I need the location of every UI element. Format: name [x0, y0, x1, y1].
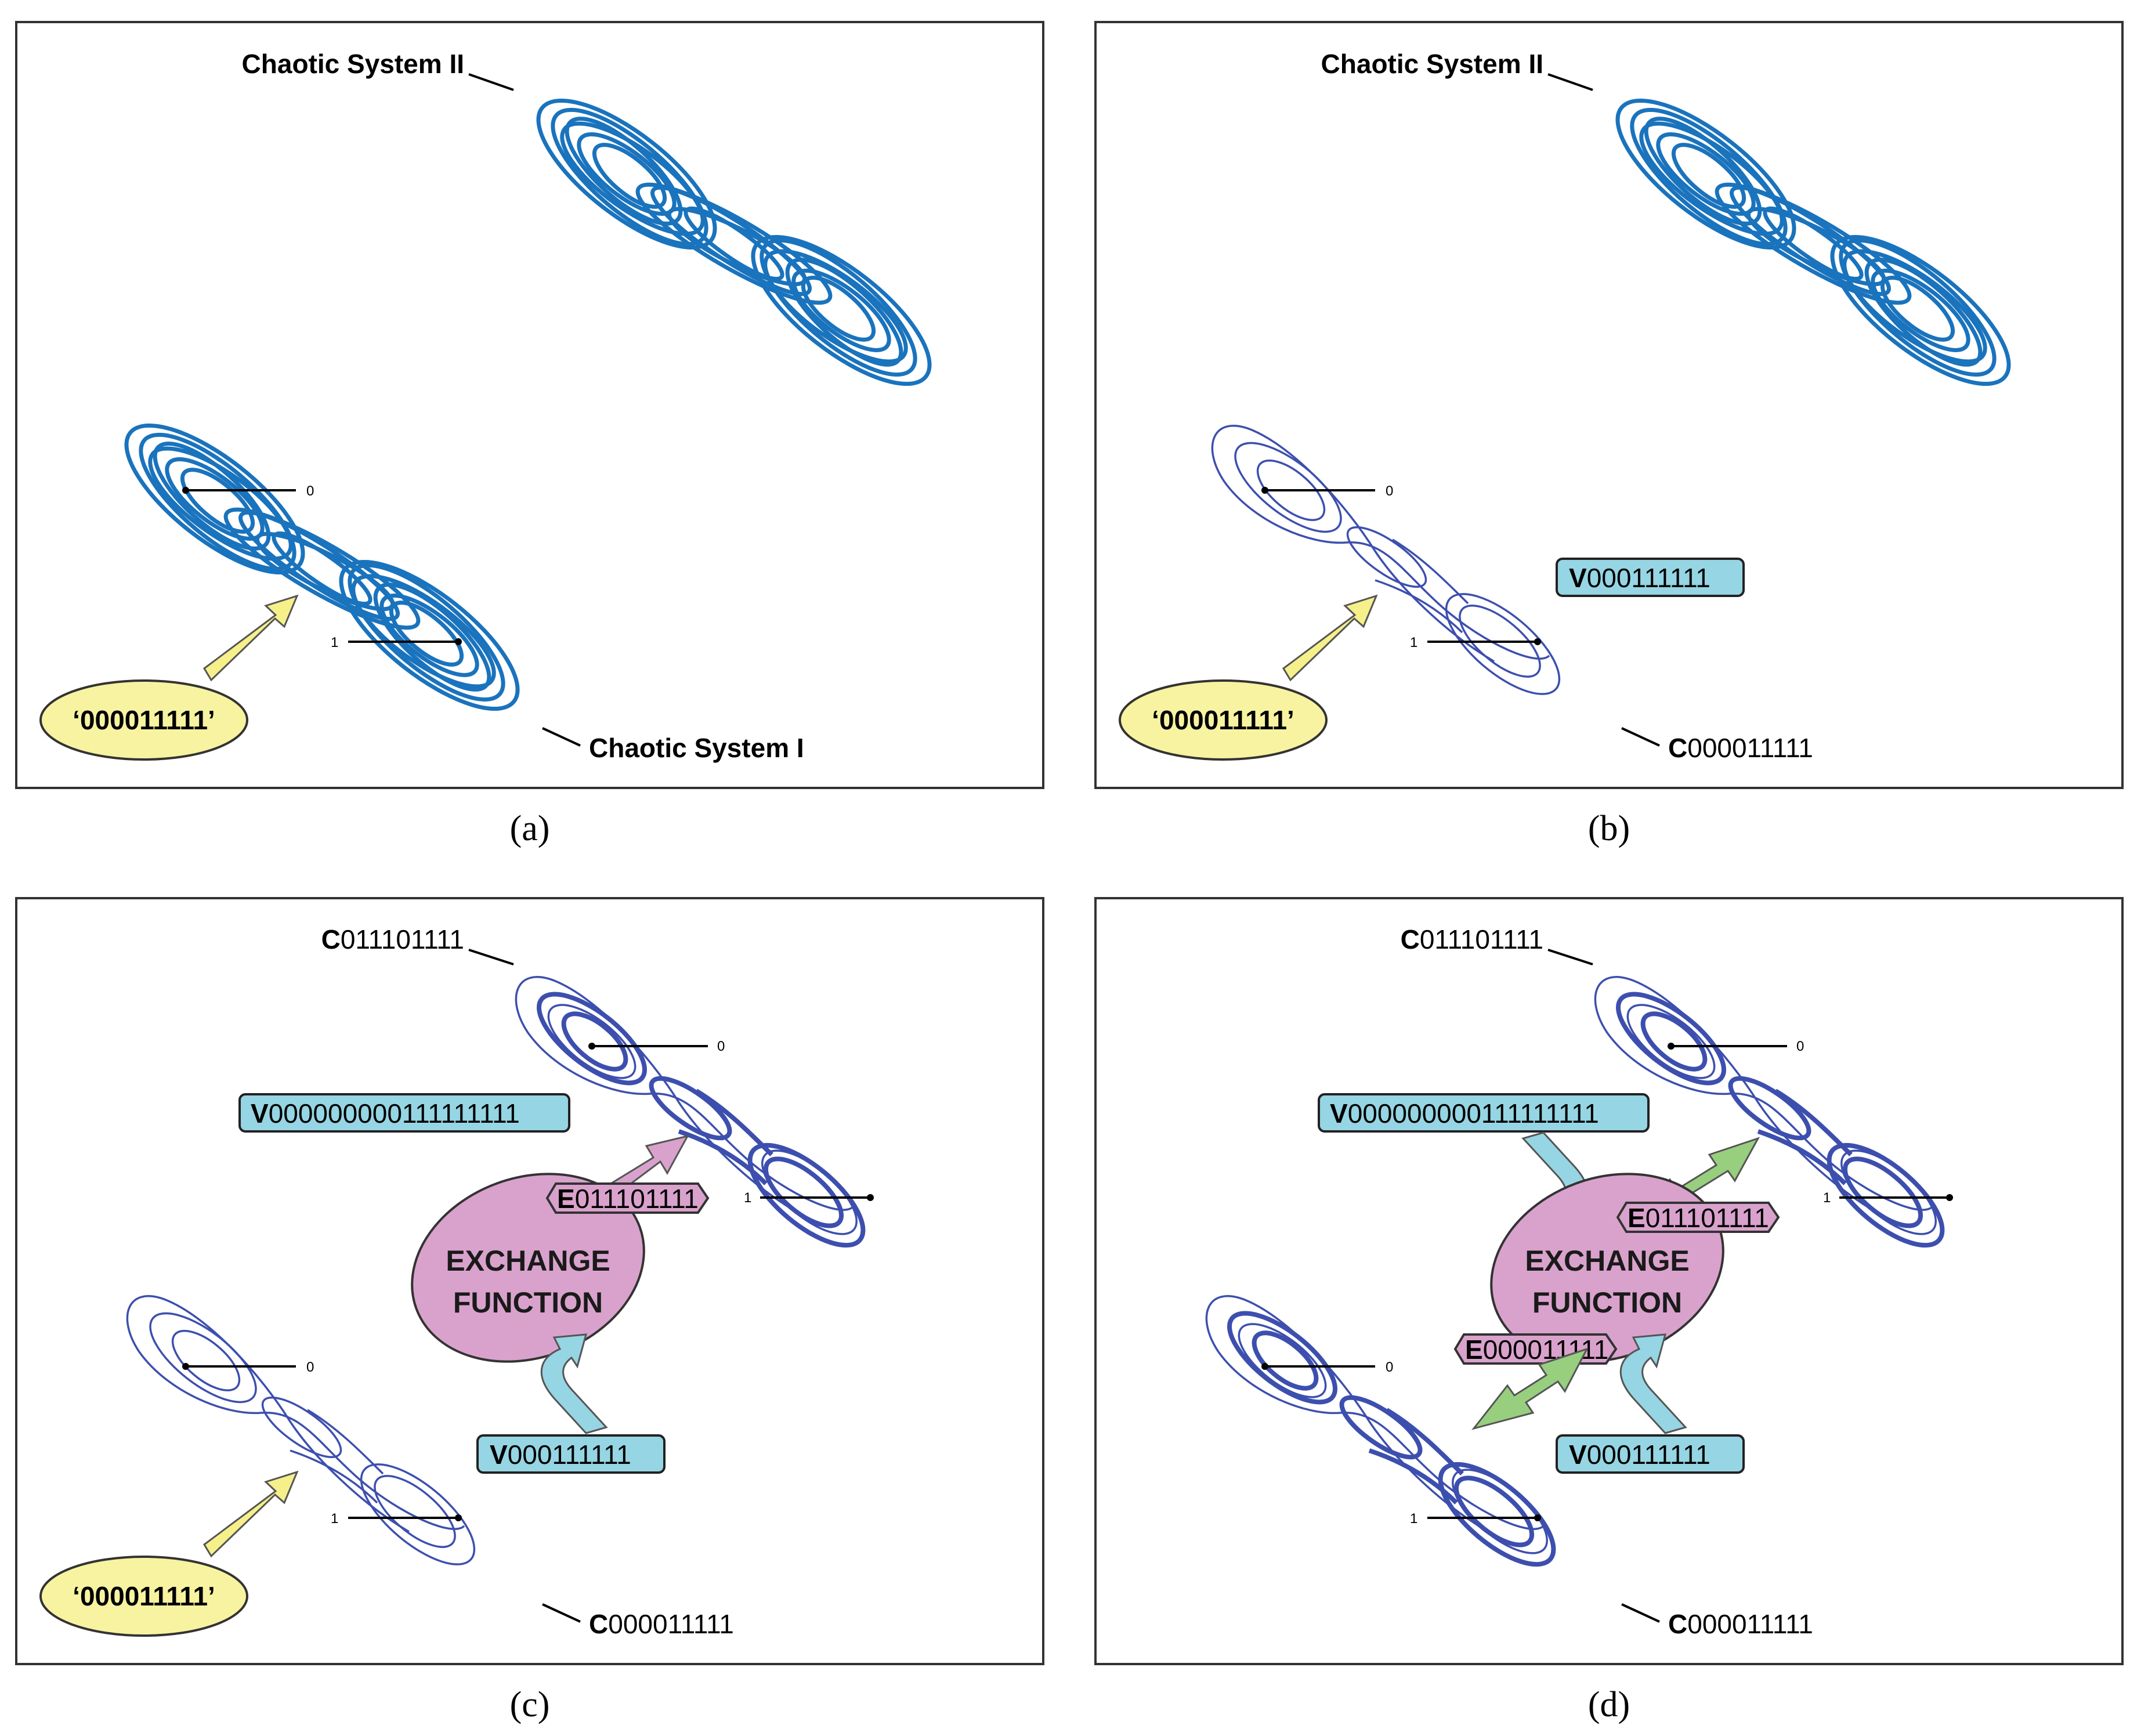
- system-i-label: Chaotic System I: [589, 733, 804, 763]
- input-bits-label: ‘000011111’: [73, 1581, 215, 1611]
- panel-c: C011101111 0 1 V000000000111111111 EXCHA…: [15, 897, 1044, 1724]
- e-top-label: E011101111: [557, 1184, 699, 1214]
- marker-zero-dot: [1261, 487, 1268, 494]
- marker-zero-label: 0: [1386, 1359, 1393, 1375]
- system-i-pointer: [542, 727, 581, 747]
- marker-one-dot: [455, 638, 462, 645]
- v-short-label: V000111111: [1569, 1440, 1710, 1470]
- e-top-label: E011101111: [1628, 1203, 1769, 1233]
- system-ii-label: Chaotic System II: [1321, 49, 1543, 79]
- e-top-tag: [1616, 1202, 1780, 1233]
- top-code-label: C011101111: [321, 924, 464, 954]
- exchange-line2: FUNCTION: [1532, 1286, 1682, 1319]
- bottom-code-label: C000011111: [1668, 733, 1813, 763]
- marker-one-label: 1: [331, 1511, 338, 1527]
- e-top-tag: [545, 1182, 710, 1214]
- panel-a-frame: [15, 21, 1044, 789]
- input-arrow: [1282, 594, 1378, 682]
- bottom-code-label: C000011111: [589, 1609, 734, 1639]
- e-bottom-label: E000011111: [1465, 1334, 1608, 1365]
- top-marker-one-label: 1: [1823, 1190, 1831, 1206]
- v-short-in-arrow: [540, 1333, 608, 1434]
- system-ii-label: Chaotic System II: [242, 49, 464, 79]
- panel-d: C011101111 0 1 V000000000111111111 EXCHA…: [1094, 897, 2124, 1724]
- top-code-pointer: [1547, 949, 1593, 965]
- input-bits-label: ‘000011111’: [1152, 705, 1294, 735]
- v-short-label: V000111111: [490, 1440, 631, 1470]
- top-marker-zero-dot: [588, 1043, 595, 1050]
- marker-zero-dot: [1261, 1363, 1268, 1370]
- v-short-box: [1556, 1434, 1745, 1474]
- v-box-label: V000111111: [1569, 563, 1710, 593]
- top-marker-one-dot: [867, 1194, 874, 1201]
- v-long-box: [238, 1093, 570, 1133]
- marker-zero-dot: [182, 487, 189, 494]
- system-ii-pointer: [468, 73, 514, 91]
- v-box: [1556, 558, 1745, 597]
- caption-d: (d): [1588, 1685, 1630, 1724]
- top-marker-one-dot: [1946, 1194, 1953, 1201]
- top-marker-zero-dot: [1668, 1043, 1675, 1050]
- top-code-label: C011101111: [1401, 924, 1543, 954]
- exchange-line1: EXCHANGE: [446, 1245, 610, 1277]
- marker-zero-label: 0: [306, 1359, 314, 1375]
- input-bits-label: ‘000011111’: [73, 705, 215, 735]
- marker-zero-dot: [182, 1363, 189, 1370]
- input-arrow: [203, 1470, 299, 1558]
- marker-zero-label: 0: [1386, 483, 1393, 499]
- exchange-bottom-double-arrow: [1471, 1347, 1589, 1430]
- caption-a: (a): [510, 809, 550, 848]
- exchange-line1: EXCHANGE: [1525, 1245, 1689, 1277]
- top-marker-zero-label: 0: [717, 1039, 725, 1054]
- v-short-in-arrow: [1619, 1333, 1687, 1434]
- bottom-code-pointer: [1621, 727, 1660, 747]
- panel-b-frame: [1094, 21, 2124, 789]
- marker-one-dot: [455, 1514, 462, 1521]
- marker-zero-label: 0: [306, 483, 314, 499]
- bottom-code-pointer: [542, 1603, 581, 1623]
- marker-one-label: 1: [1410, 1511, 1417, 1527]
- bottom-code-label: C000011111: [1668, 1609, 1813, 1639]
- top-marker-zero-label: 0: [1796, 1039, 1804, 1054]
- top-marker-one-label: 1: [744, 1190, 751, 1206]
- top-code-pointer: [468, 949, 514, 965]
- exchange-line2: FUNCTION: [453, 1286, 603, 1319]
- v-long-box: [1318, 1093, 1650, 1133]
- bottom-code-pointer: [1621, 1603, 1660, 1623]
- v-long-label: V000000000111111111: [1330, 1098, 1599, 1129]
- input-bits-oval: [1119, 679, 1328, 761]
- v-short-box: [476, 1434, 666, 1474]
- v-long-label: V000000000111111111: [251, 1098, 520, 1129]
- caption-c: (c): [510, 1685, 550, 1724]
- input-arrow: [203, 594, 299, 682]
- marker-one-dot: [1534, 638, 1541, 645]
- marker-one-label: 1: [1410, 635, 1417, 650]
- caption-b: (b): [1588, 809, 1630, 848]
- marker-one-label: 1: [331, 635, 338, 650]
- input-bits-oval: [39, 1556, 248, 1637]
- input-bits-oval: [39, 679, 248, 761]
- marker-one-dot: [1534, 1514, 1541, 1521]
- panel-a: Chaotic System II Chaotic System I 0 1 ‘…: [15, 21, 1044, 848]
- panel-b: Chaotic System II C000011111 V000111111 …: [1094, 21, 2124, 848]
- system-ii-pointer: [1547, 73, 1593, 91]
